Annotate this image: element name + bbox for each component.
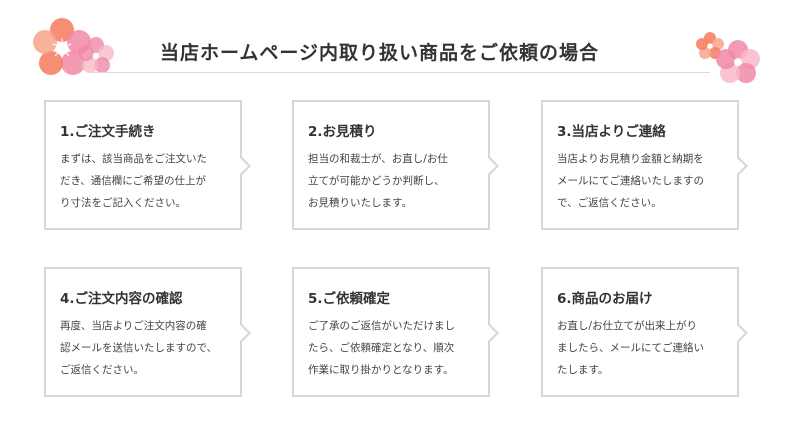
step-description-line: 立てが可能かどうか判断し、 — [308, 175, 445, 187]
step-description: ご了承のご返信がいただけまし たら、ご依頼確定となり、順次 作業に取り掛かりとな… — [308, 315, 483, 381]
step-card-5: 5.ご依頼確定 ご了承のご返信がいただけまし たら、ご依頼確定となり、順次 作業… — [292, 267, 499, 397]
step-description: 再度、当店よりご注文内容の確 認メールを送信いたしますので、 ご返信ください。 — [60, 315, 235, 381]
page-title: 当店ホームページ内取り扱い商品をご依頼の場合 — [160, 42, 600, 64]
step-description-line: ましたら、メールにてご連絡い — [557, 342, 704, 354]
step-card-2: 2.お見積り 担当の和裁士が、お直し/お仕 立てが可能かどうか判断し、 お見積り… — [292, 100, 499, 230]
plum-blossom-icon — [33, 18, 114, 75]
step-description-line: 作業に取り掛かりとなります。 — [308, 364, 454, 376]
step-description-line: メールにてご連絡いたしますの — [557, 175, 704, 187]
step-title: 3.当店よりご連絡 — [557, 124, 666, 140]
step-description-line: り寸法をご記入ください。 — [60, 197, 186, 209]
step-title: 5.ご依頼確定 — [308, 291, 391, 307]
step-description-line: 担当の和裁士が、お直し/お仕 — [308, 153, 448, 165]
step-card-3: 3.当店よりご連絡 当店よりお見積り金額と納期を メールにてご連絡いたしますの … — [541, 100, 748, 230]
step-title: 4.ご注文内容の確認 — [60, 291, 183, 307]
step-description-line: まずは、該当商品をご注文いた — [60, 153, 207, 165]
title-divider — [90, 72, 710, 73]
step-description-line: ご返信ください。 — [60, 364, 144, 376]
step-description: お直し/お仕立てが出来上がり ましたら、メールにてご連絡い たします。 — [557, 315, 732, 381]
step-title: 1.ご注文手続き — [60, 124, 156, 140]
step-description-line: 認メールを送信いたしますので、 — [60, 342, 218, 354]
step-title: 2.お見積り — [308, 124, 377, 140]
step-description-line: ご了承のご返信がいただけまし — [308, 320, 455, 332]
step-description-line: たら、ご依頼確定となり、順次 — [308, 342, 455, 354]
step-description-line: で、ご返信ください。 — [557, 197, 662, 209]
step-description-line: 当店よりお見積り金額と納期を — [557, 153, 704, 165]
step-description-line: お見積りいたします。 — [308, 197, 412, 209]
step-description: まずは、該当商品をご注文いた だき、通信欄にご希望の仕上が り寸法をご記入くださ… — [60, 148, 235, 214]
step-title: 6.商品のお届け — [557, 291, 653, 307]
step-description-line: お直し/お仕立てが出来上がり — [557, 320, 698, 332]
step-description: 担当の和裁士が、お直し/お仕 立てが可能かどうか判断し、 お見積りいたします。 — [308, 148, 483, 214]
step-card-4: 4.ご注文内容の確認 再度、当店よりご注文内容の確 認メールを送信いたしますので… — [44, 267, 251, 397]
step-description: 当店よりお見積り金額と納期を メールにてご連絡いたしますの で、ご返信ください。 — [557, 148, 732, 214]
step-card-1: 1.ご注文手続き まずは、該当商品をご注文いた だき、通信欄にご希望の仕上が り… — [44, 100, 251, 230]
step-description-line: だき、通信欄にご希望の仕上が — [60, 175, 207, 187]
page-header: 当店ホームページ内取り扱い商品をご依頼の場合 — [0, 0, 800, 90]
step-description-line: 再度、当店よりご注文内容の確 — [60, 320, 207, 332]
plum-blossom-icon — [696, 32, 760, 83]
step-card-6: 6.商品のお届け お直し/お仕立てが出来上がり ましたら、メールにてご連絡い た… — [541, 267, 748, 397]
step-description-line: たします。 — [557, 364, 609, 376]
